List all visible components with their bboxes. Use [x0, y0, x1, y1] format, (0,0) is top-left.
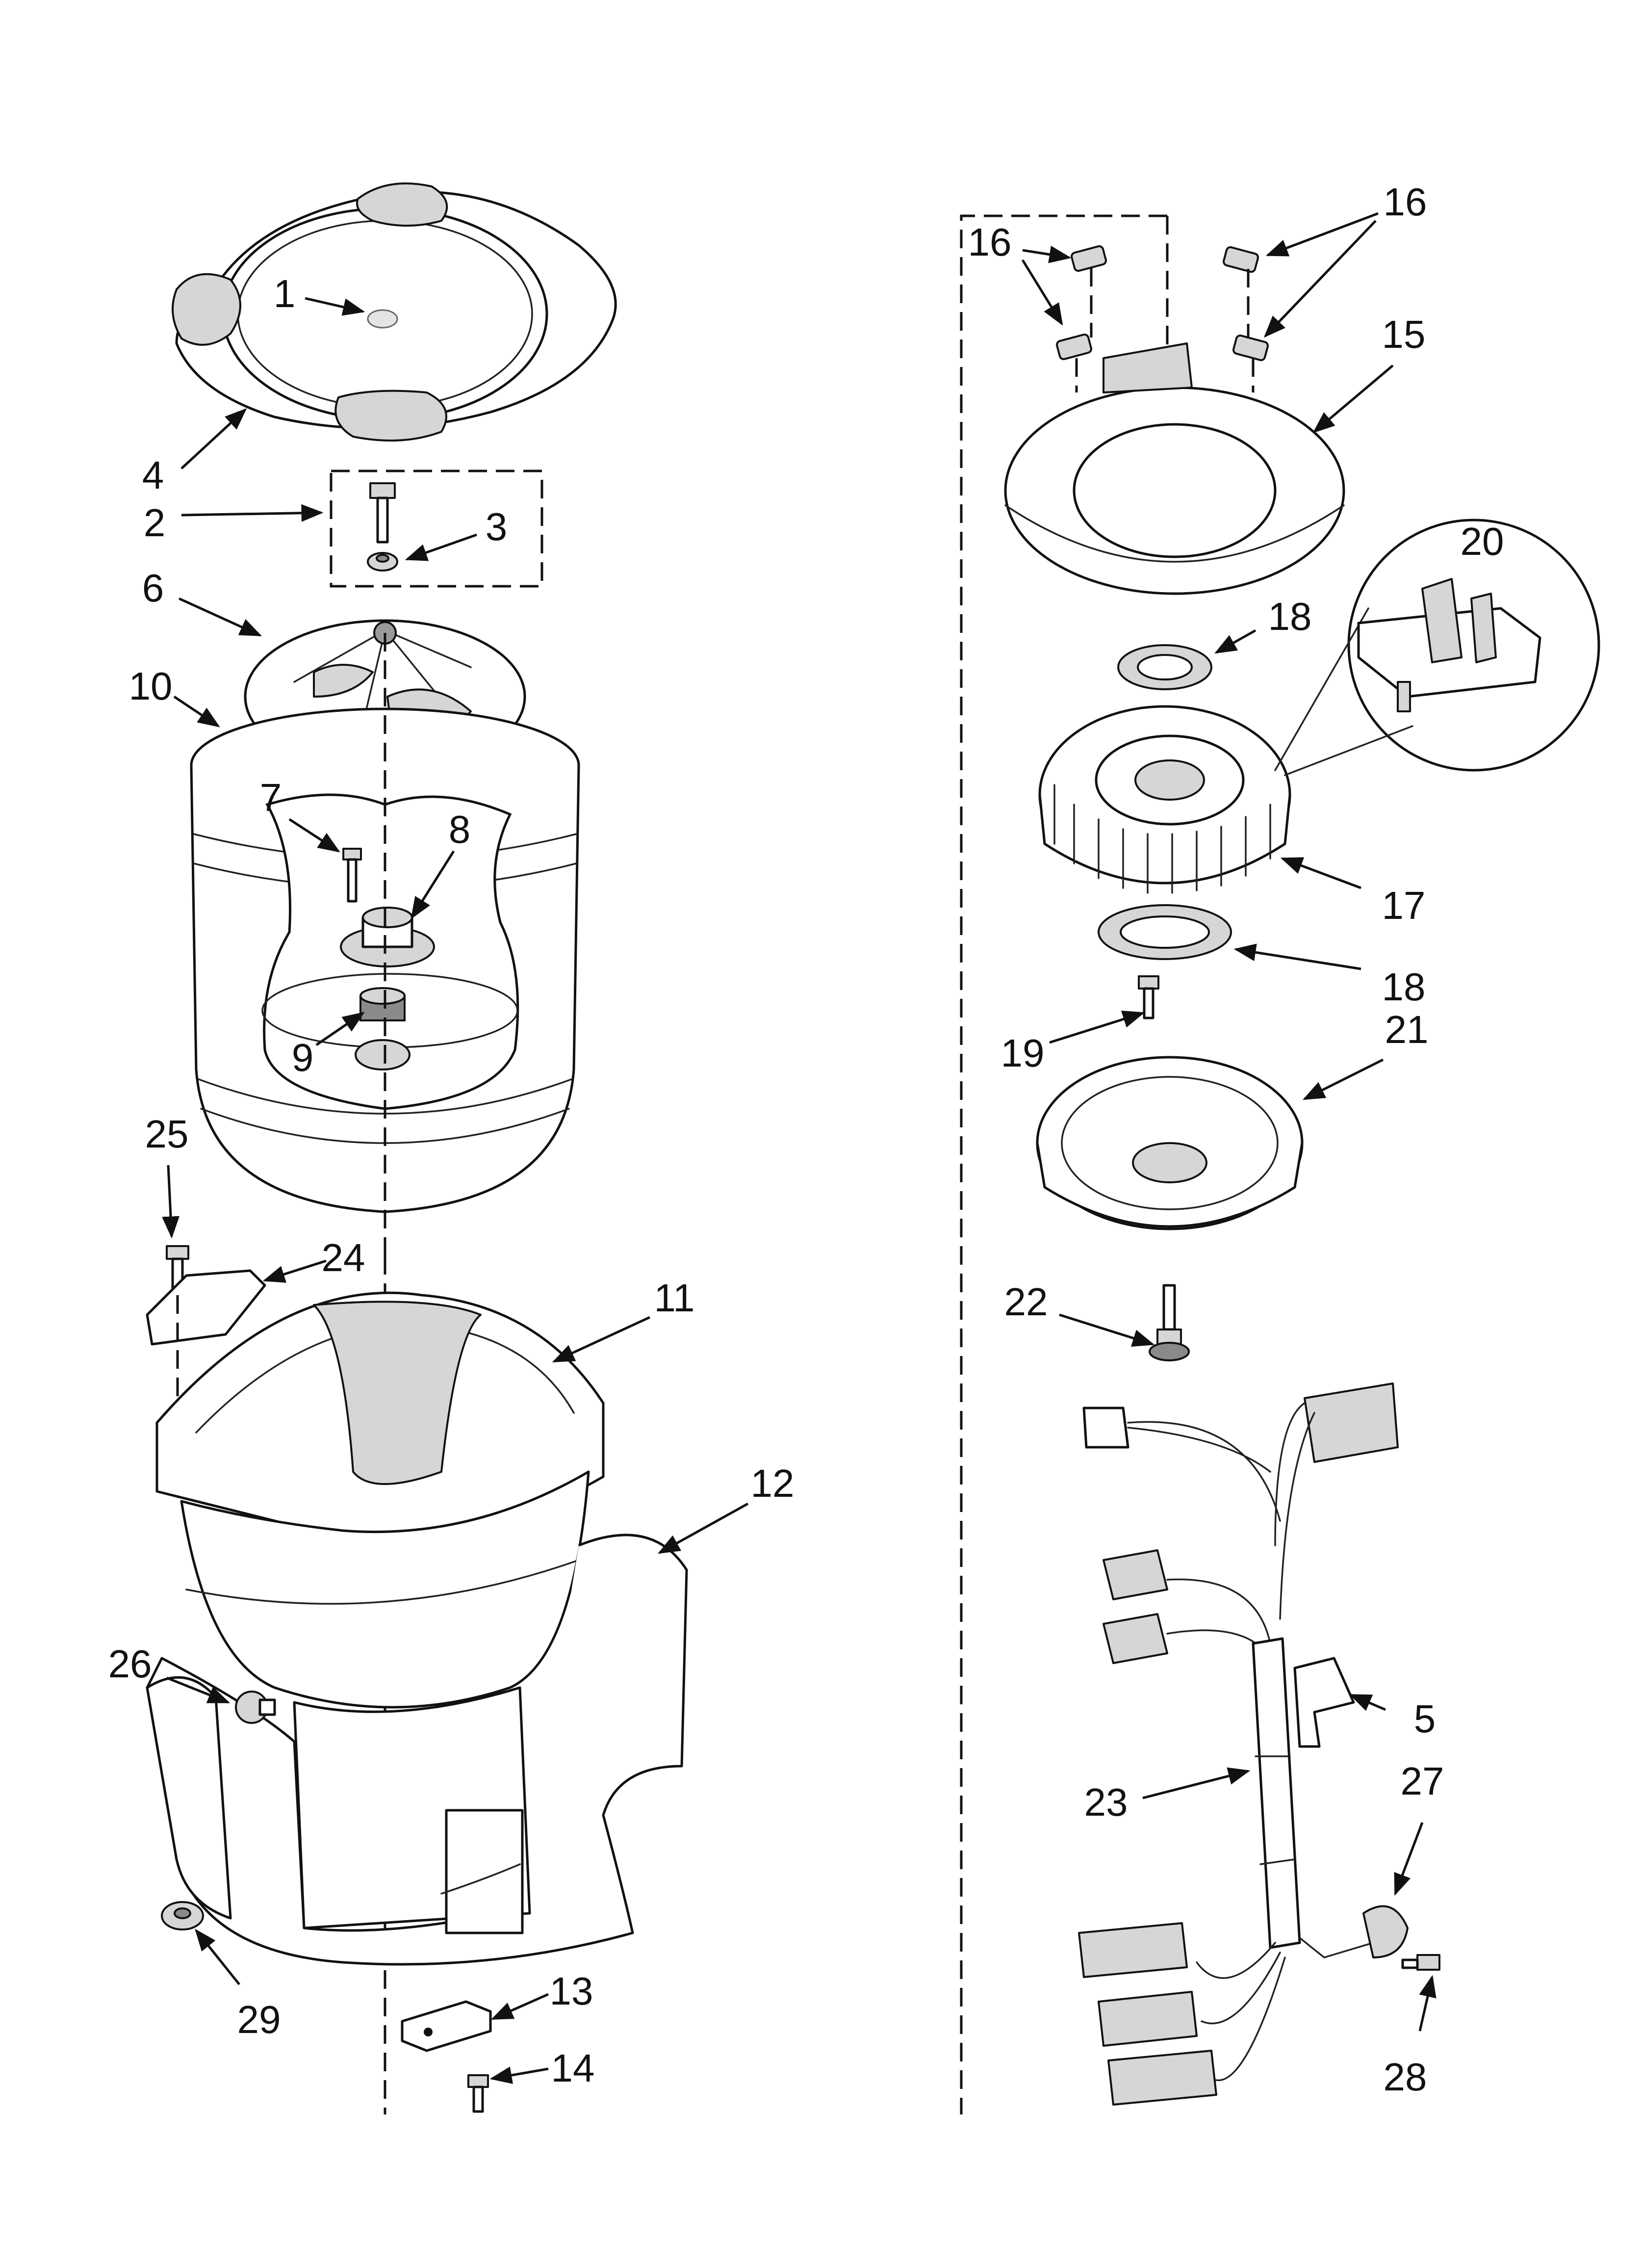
- bracket-24: [146, 1245, 266, 1423]
- clip-29: [161, 1901, 204, 1930]
- label-part-3: 3: [486, 505, 508, 548]
- label-part-6: 6: [142, 566, 164, 610]
- label-part-27: 27: [1401, 1759, 1444, 1803]
- label-part-25: 25: [145, 1112, 189, 1156]
- label-part-10: 10: [129, 664, 173, 708]
- assembly-frame: [960, 214, 1167, 2114]
- label-part-20: 20: [1461, 520, 1504, 563]
- label-part-16-right: 16: [1384, 180, 1427, 224]
- stator-mount-ring: [1004, 342, 1345, 595]
- label-part-17: 17: [1382, 884, 1426, 927]
- label-part-11: 11: [654, 1276, 694, 1320]
- label-part-19: 19: [1001, 1031, 1045, 1075]
- label-part-4: 4: [142, 453, 164, 497]
- label-part-5: 5: [1414, 1697, 1436, 1741]
- bracket-13: [401, 2000, 492, 2113]
- cabinet-shell: [146, 1534, 688, 1966]
- label-part-29: 29: [237, 1998, 281, 2041]
- label-part-26: 26: [108, 1642, 152, 1686]
- spacer-plugs-16: [1056, 245, 1269, 392]
- stator: [1038, 705, 1291, 894]
- label-part-9: 9: [292, 1036, 314, 1079]
- tub-ring: [172, 182, 617, 442]
- ground-clip-27: [1362, 1905, 1440, 1971]
- gasket-18-lower: [1098, 904, 1232, 960]
- rotor: [1036, 1056, 1304, 1230]
- bolt-22: [1149, 1284, 1190, 1361]
- connector-detail-callout: [1274, 519, 1600, 776]
- outer-tub: [155, 1291, 605, 1709]
- label-part-12: 12: [751, 1461, 795, 1505]
- gasket-18-upper: [1117, 644, 1212, 690]
- label-part-1: 1: [274, 272, 296, 315]
- label-part-7: 7: [260, 776, 282, 819]
- label-part-2: 2: [144, 501, 166, 545]
- label-part-13: 13: [550, 1969, 593, 2013]
- label-part-18-lower: 18: [1382, 965, 1426, 1009]
- label-part-8: 8: [449, 808, 471, 851]
- drive-hub: [340, 907, 435, 967]
- label-part-15: 15: [1382, 313, 1426, 356]
- label-part-21: 21: [1385, 1008, 1429, 1051]
- plug-26: [235, 1691, 276, 1724]
- leader-arrows: [162, 212, 1437, 2084]
- label-part-24: 24: [322, 1236, 365, 1279]
- label-part-14: 14: [551, 2046, 595, 2090]
- bolt-washer-assembly: [330, 469, 543, 588]
- label-part-23: 23: [1084, 1780, 1128, 1824]
- spline-gear: [359, 987, 406, 1021]
- label-part-18-upper: 18: [1268, 595, 1312, 638]
- wire-harness: [1078, 1382, 1399, 2106]
- label-part-28: 28: [1384, 2055, 1427, 2099]
- screw-19: [1138, 975, 1159, 1019]
- screw-7: [342, 848, 362, 903]
- part-number-labels: 1 4 2 3 6 10 7 8 9 25 24 11 12 26 29 13 …: [108, 180, 1504, 2099]
- label-part-16-left: 16: [968, 220, 1012, 264]
- label-part-22: 22: [1004, 1280, 1048, 1324]
